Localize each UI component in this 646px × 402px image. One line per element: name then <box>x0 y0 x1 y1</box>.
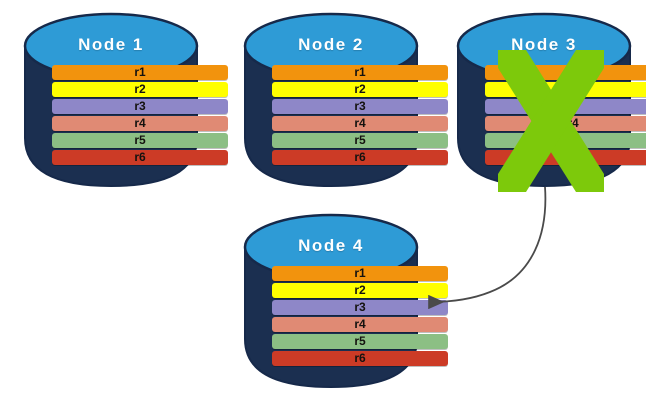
node2-row-r5[interactable]: r5 <box>272 133 448 148</box>
node3-row-r5[interactable]: r5 <box>485 133 646 148</box>
node3-row-list: r1 r2 r3 r4 r5 r6 <box>456 65 646 165</box>
node2-row-r1[interactable]: r1 <box>272 65 448 80</box>
node4-row-r5[interactable]: r5 <box>272 334 448 349</box>
node3-row-r1-label: r1 <box>567 65 579 79</box>
node2-row-r2-label: r2 <box>354 82 366 96</box>
node2-row-r3-label: r3 <box>354 99 366 113</box>
node3-row-r1[interactable]: r1 <box>485 65 646 80</box>
node3-row-r5-label: r5 <box>567 133 579 147</box>
node1-row-r2[interactable]: r2 <box>52 82 228 97</box>
node2-row-r6-label: r6 <box>354 150 366 164</box>
node4-row-r2[interactable]: r2 <box>272 283 448 298</box>
node3-row-r3[interactable]: r3 <box>485 99 646 114</box>
node2-row-r5-label: r5 <box>354 133 366 147</box>
node3-row-r2[interactable]: r2 <box>485 82 646 97</box>
node3-row-r4[interactable]: r4 <box>485 116 646 131</box>
node2-row-r1-label: r1 <box>354 65 366 79</box>
node-cylinder-node2[interactable]: Node 2 r1 r2 r3 r4 r5 r6 <box>243 8 448 188</box>
node3-row-r6[interactable]: r6 <box>485 150 646 165</box>
node1-row-r6[interactable]: r6 <box>52 150 228 165</box>
node1-row-r5-label: r5 <box>134 133 146 147</box>
node1-row-r1-label: r1 <box>134 65 146 79</box>
node1-row-r4[interactable]: r4 <box>52 116 228 131</box>
node4-row-r1[interactable]: r1 <box>272 266 448 281</box>
node1-row-r1[interactable]: r1 <box>52 65 228 80</box>
node1-row-r5[interactable]: r5 <box>52 133 228 148</box>
node4-row-list: r1 r2 r3 r4 r5 r6 <box>243 266 477 366</box>
node2-row-r2[interactable]: r2 <box>272 82 448 97</box>
node3-row-r6-label: r6 <box>567 150 579 164</box>
node2-row-r6[interactable]: r6 <box>272 150 448 165</box>
node3-row-r3-label: r3 <box>567 99 579 113</box>
node3-row-r2-label: r2 <box>567 82 579 96</box>
node1-row-r3-label: r3 <box>134 99 146 113</box>
node4-row-r3[interactable]: r3 <box>272 300 448 315</box>
node1-row-r2-label: r2 <box>134 82 146 96</box>
node2-row-r4-label: r4 <box>354 116 366 130</box>
node4-row-r5-label: r5 <box>354 334 366 348</box>
node2-row-list: r1 r2 r3 r4 r5 r6 <box>243 65 477 165</box>
node4-row-r6[interactable]: r6 <box>272 351 448 366</box>
node4-row-r4-label: r4 <box>354 317 366 331</box>
node3-row-r4-label: r4 <box>567 116 579 130</box>
node2-row-r3[interactable]: r3 <box>272 99 448 114</box>
node-cylinder-node1[interactable]: Node 1 r1 r2 r3 r4 r5 r6 <box>23 8 228 188</box>
node-cylinder-node4[interactable]: Node 4 r1 r2 r3 r4 r5 r6 <box>243 209 448 389</box>
node-cylinder-node3[interactable]: Node 3 r1 r2 r3 r4 r5 r6 <box>456 8 646 192</box>
node4-row-r2-label: r2 <box>354 283 366 297</box>
node4-row-r6-label: r6 <box>354 351 366 365</box>
node2-row-r4[interactable]: r4 <box>272 116 448 131</box>
node1-row-r6-label: r6 <box>134 150 146 164</box>
node1-row-r4-label: r4 <box>134 116 146 130</box>
node1-row-list: r1 r2 r3 r4 r5 r6 <box>23 65 257 165</box>
node4-row-r4[interactable]: r4 <box>272 317 448 332</box>
node1-row-r3[interactable]: r3 <box>52 99 228 114</box>
node4-row-r1-label: r1 <box>354 266 366 280</box>
node4-row-r3-label: r3 <box>354 300 366 314</box>
